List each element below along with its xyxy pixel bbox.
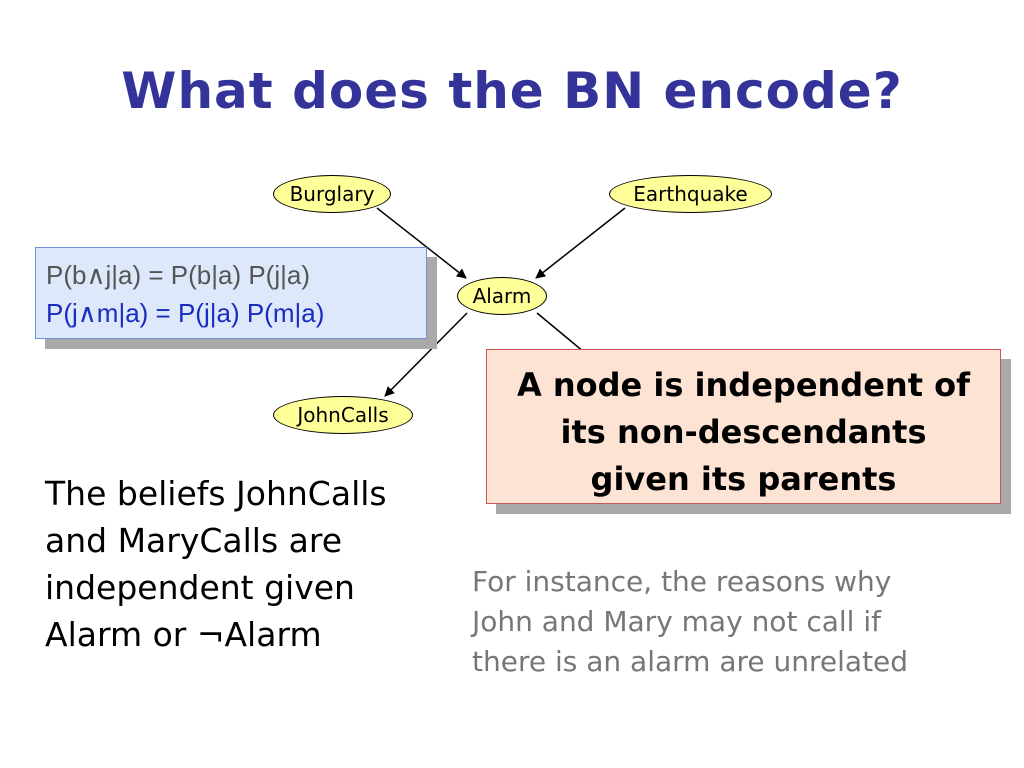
node-johncalls: JohnCalls — [273, 396, 413, 434]
instance-line-2: John and Mary may not call if — [472, 605, 881, 638]
instance-line-1: For instance, the reasons why — [472, 565, 892, 598]
beliefs-line-4: Alarm or ¬Alarm — [45, 615, 322, 654]
beliefs-line-2: and MaryCalls are — [45, 521, 343, 560]
node-alarm-label: Alarm — [472, 284, 532, 308]
statement-line-3: given its parents — [590, 460, 897, 498]
instance-note: For instance, the reasons why John and M… — [472, 562, 992, 682]
node-earthquake: Earthquake — [609, 175, 772, 213]
edge-earthquake-alarm — [535, 207, 626, 279]
node-earthquake-label: Earthquake — [633, 182, 748, 206]
statement-line-1: A node is independent of — [516, 366, 971, 404]
edge-alarm-johncalls — [384, 312, 468, 397]
formula-j-m-given-a: P(j∧m|a) = P(j|a) P(m|a) — [46, 298, 325, 328]
beliefs-line-3: independent given — [45, 568, 355, 607]
independence-statement-box: A node is independent of its non-descend… — [486, 349, 1001, 504]
formula-box: P(b∧j|a) = P(b|a) P(j|a) P(j∧m|a) = P(j|… — [35, 247, 427, 339]
statement-line-2: its non-descendants — [560, 413, 927, 451]
slide-title: What does the BN encode? — [121, 62, 903, 120]
node-johncalls-label: JohnCalls — [297, 403, 389, 427]
instance-line-3: there is an alarm are unrelated — [472, 645, 909, 678]
node-burglary: Burglary — [273, 175, 391, 213]
node-alarm: Alarm — [457, 277, 547, 315]
formula-b-j-given-a: P(b∧j|a) = P(b|a) P(j|a) — [46, 260, 310, 290]
edge-alarm-marycalls — [536, 312, 585, 353]
edge-burglary-alarm — [376, 207, 467, 279]
beliefs-text: The beliefs JohnCalls and MaryCalls are … — [45, 470, 465, 658]
node-burglary-label: Burglary — [289, 182, 375, 206]
beliefs-line-1: The beliefs JohnCalls — [45, 474, 387, 513]
